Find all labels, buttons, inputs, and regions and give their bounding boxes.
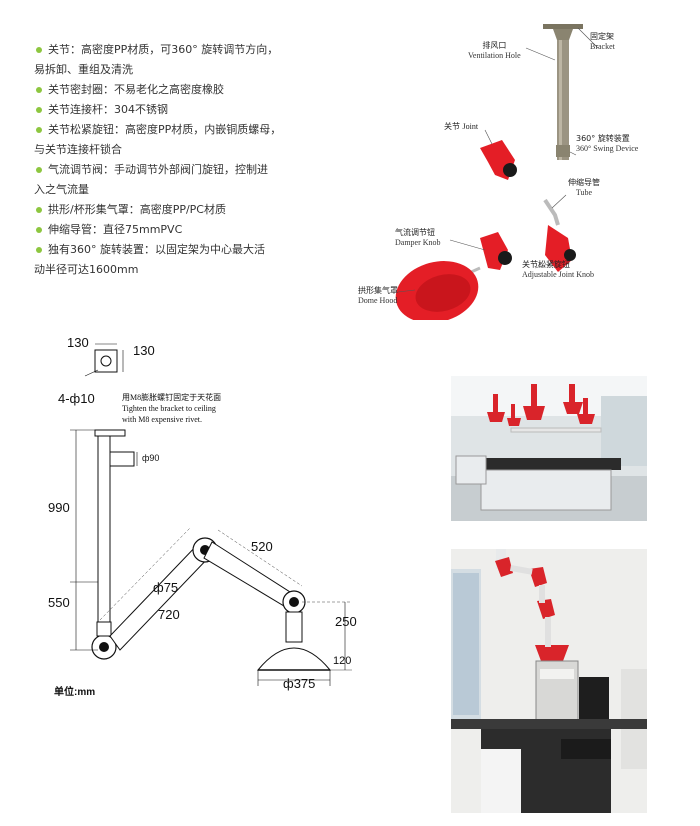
- feature-item-continued: 易拆卸、重组及清洗: [34, 60, 324, 80]
- bullet-dot-icon: [36, 127, 42, 133]
- bracket-mount: [553, 29, 573, 40]
- feature-text: 与关节连接杆锁合: [34, 143, 122, 156]
- feature-text: 独有360° 旋转装置：以固定架为中心最大活: [48, 243, 265, 256]
- feature-item: 关节：高密度PP材质，可360° 旋转调节方向，: [34, 40, 324, 60]
- drawing-pipe: [97, 435, 111, 623]
- feature-item: 关节松紧旋钮：高密度PP材质，内嵌铜质螺母，: [34, 120, 324, 140]
- drawing-hood: [256, 647, 332, 671]
- mount-note: 用M8膨胀螺钉固定于天花面 Tighten the bracket to cei…: [122, 393, 222, 424]
- feature-text: 关节松紧旋钮：高密度PP材质，内嵌铜质螺母，: [48, 123, 282, 136]
- dim-tube-diameter: ф75: [153, 580, 179, 595]
- dim-720: 720: [158, 607, 180, 622]
- feature-item-continued: 入之气流量: [34, 180, 324, 200]
- feature-text: 关节连接杆：304不锈钢: [48, 103, 168, 116]
- bullet-dot-icon: [36, 47, 42, 53]
- dim-pipe-diameter: ф90: [142, 453, 160, 463]
- dim-120: 120: [333, 655, 352, 667]
- feature-item: 关节连接杆：304不锈钢: [34, 100, 324, 120]
- feature-item: 拱形/杯形集气罩：高密度PP/PC材质: [34, 200, 324, 220]
- swing-device: [556, 145, 570, 157]
- feature-text: 入之气流量: [34, 183, 89, 196]
- bullet-dot-icon: [36, 247, 42, 253]
- feature-text: 关节：高密度PP材质，可360° 旋转调节方向，: [48, 43, 279, 56]
- lab-photo-1: [451, 376, 647, 521]
- dim-holes: 4-ф10: [58, 391, 95, 406]
- feature-text: 伸缩导管：直径75mmPVC: [48, 223, 183, 236]
- dim-520: 520: [251, 539, 273, 554]
- feature-item: 伸缩导管：直径75mmPVC: [34, 220, 324, 240]
- feature-item-continued: 与关节连接杆锁合: [34, 140, 324, 160]
- technical-drawing: [70, 343, 352, 686]
- dim-250: 250: [335, 614, 357, 629]
- swing-label: 360° 旋转装置 360° Swing Device: [576, 134, 639, 153]
- vertical-pipe: [557, 40, 569, 160]
- feature-item: 关节密封圈：不易老化之高密度橡胶: [34, 80, 324, 100]
- tube-piece: [543, 198, 560, 226]
- bracket-plan-square: [94, 349, 118, 373]
- dome-label: 拱形集气罩 Dome Hood: [358, 286, 398, 305]
- feature-text: 动半径可达1600mm: [34, 263, 139, 276]
- bullet-dot-icon: [36, 207, 42, 213]
- dim-bracket-height: 130: [133, 343, 155, 358]
- adjustable-joint: [545, 225, 572, 272]
- product-illustration: [395, 24, 599, 320]
- dim-bracket-width: 130: [67, 335, 89, 350]
- damper-knob: [498, 251, 512, 265]
- feature-text: 关节密封圈：不易老化之高密度橡胶: [48, 83, 224, 96]
- tube-label: 伸缩导管 Tube: [568, 178, 600, 197]
- feature-text: 拱形/杯形集气罩：高密度PP/PC材质: [48, 203, 226, 216]
- bullet-dot-icon: [36, 107, 42, 113]
- bracket-label: 固定架 Bracket: [590, 32, 615, 51]
- lab-photo-2: [451, 549, 647, 813]
- bracket-plate: [543, 24, 583, 29]
- damper-label: 气流调节钮 Damper Knob: [395, 228, 441, 247]
- dim-990: 990: [48, 500, 70, 515]
- feature-item-continued: 动半径可达1600mm: [34, 260, 324, 280]
- feature-item: 气流调节阀：手动调节外部阀门旋钮，控制进: [34, 160, 324, 180]
- adjustable-knob-label: 关节松紧旋钮 Adjustable Joint Knob: [522, 260, 594, 279]
- vent-label: 排风口 Ventilation Hole: [468, 41, 521, 60]
- bullet-dot-icon: [36, 87, 42, 93]
- dim-550: 550: [48, 595, 70, 610]
- bullet-dot-icon: [36, 227, 42, 233]
- feature-list: 关节：高密度PP材质，可360° 旋转调节方向， 易拆卸、重组及清洗关节密封圈：不…: [34, 40, 324, 280]
- bullet-dot-icon: [36, 167, 42, 173]
- unit-label: 单位:mm: [54, 687, 96, 698]
- joint-knob: [503, 163, 517, 177]
- feature-text: 易拆卸、重组及清洗: [34, 63, 133, 76]
- dim-hood-diameter: ф375: [283, 676, 316, 691]
- joint-label: 关节 Joint: [444, 122, 479, 131]
- feature-item: 独有360° 旋转装置：以固定架为中心最大活: [34, 240, 324, 260]
- feature-text: 气流调节阀：手动调节外部阀门旋钮，控制进: [48, 163, 268, 176]
